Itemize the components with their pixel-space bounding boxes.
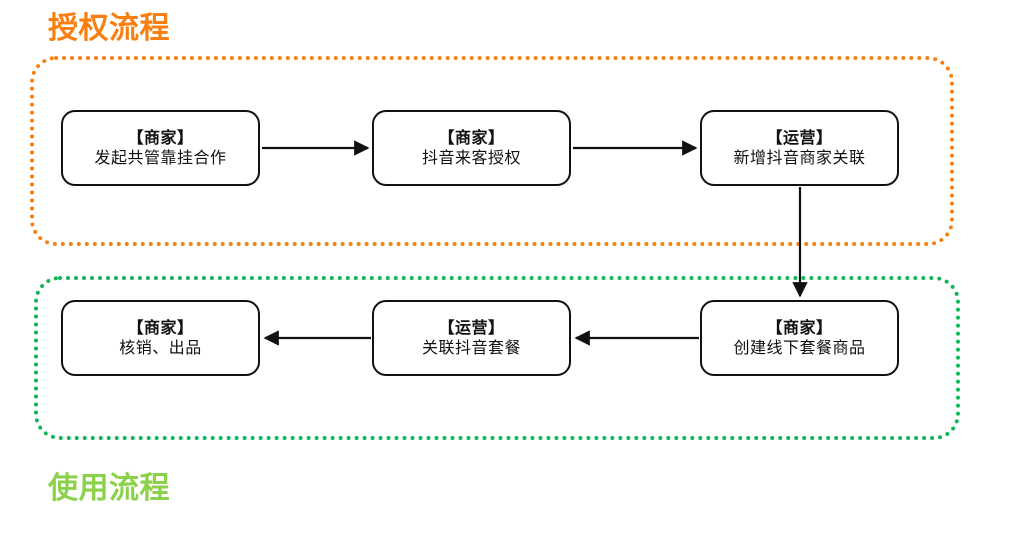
node-role-label: 【商家】 [438,127,505,147]
node-action-label: 新增抖音商家关联 [733,148,866,167]
node-role-label: 【商家】 [766,317,833,337]
node-role-label: 【商家】 [127,317,194,337]
group-container-usage-flow [34,276,960,440]
process-node-merchant-douyin-laike-auth[interactable]: 【商家】 抖音来客授权 [372,110,571,186]
process-node-merchant-create-offline-package[interactable]: 【商家】 创建线下套餐商品 [700,300,899,376]
section-title-auth-flow: 授权流程 [48,11,170,46]
node-action-label: 创建线下套餐商品 [733,338,866,357]
node-action-label: 关联抖音套餐 [421,338,521,357]
node-role-label: 【运营】 [766,127,833,147]
node-role-label: 【商家】 [127,127,194,147]
group-container-auth-flow [30,56,954,246]
node-action-label: 核销、出品 [119,338,202,357]
process-node-ops-link-douyin-package[interactable]: 【运营】 关联抖音套餐 [372,300,571,376]
node-action-label: 发起共管靠挂合作 [94,148,227,167]
process-node-merchant-initiate-cooperation[interactable]: 【商家】 发起共管靠挂合作 [61,110,260,186]
node-role-label: 【运营】 [438,317,505,337]
process-node-ops-add-douyin-merchant-link[interactable]: 【运营】 新增抖音商家关联 [700,110,899,186]
process-node-merchant-redeem-serve[interactable]: 【商家】 核销、出品 [61,300,260,376]
section-title-usage-flow: 使用流程 [48,471,170,506]
node-action-label: 抖音来客授权 [421,148,521,167]
